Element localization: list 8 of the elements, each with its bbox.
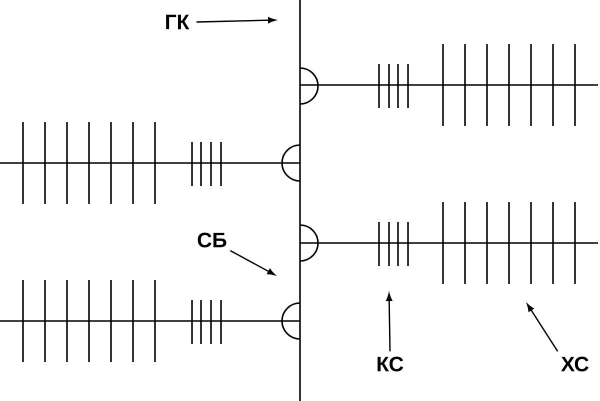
arrow	[230, 250, 275, 276]
label: ГК	[166, 14, 190, 30]
arrow	[196, 17, 276, 24]
arrow	[526, 304, 558, 352]
label: КС	[378, 356, 404, 372]
arrow	[386, 293, 392, 352]
label: ХС	[561, 356, 589, 372]
label: СБ	[198, 232, 226, 248]
